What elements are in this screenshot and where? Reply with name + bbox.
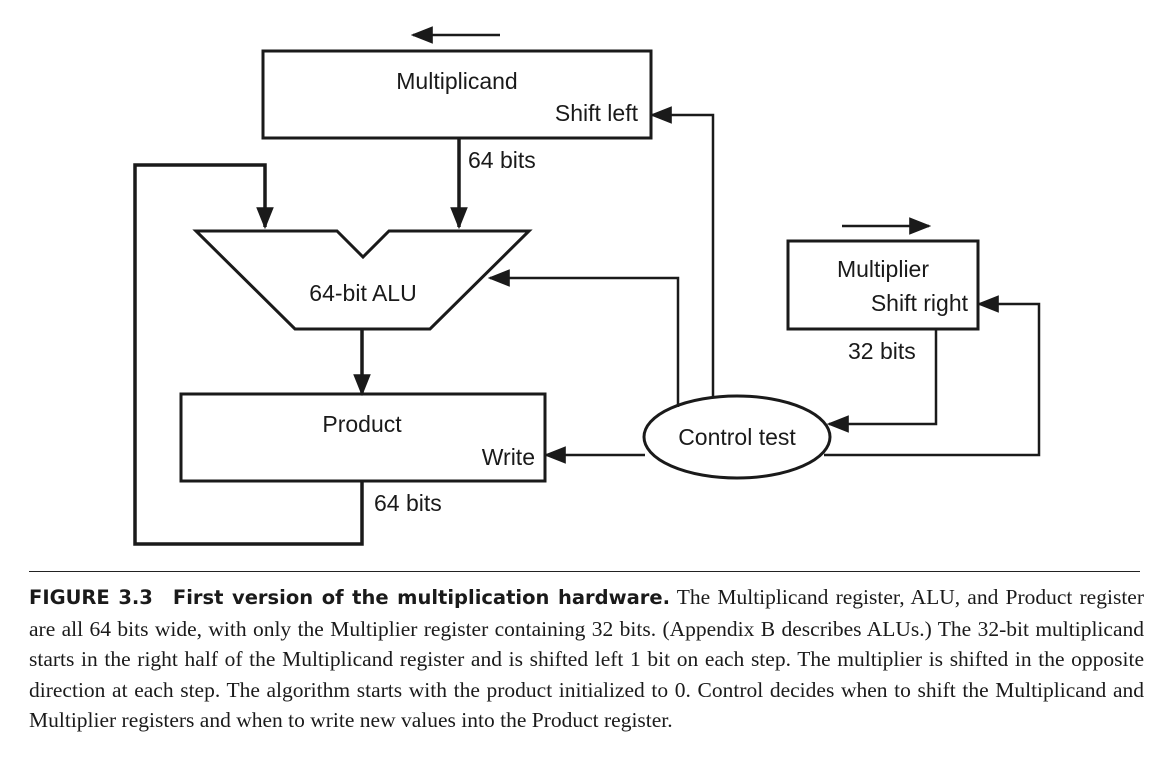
control-test-label: Control test xyxy=(678,424,796,450)
product-feedback-wire xyxy=(133,163,364,546)
alu-label: 64-bit ALU xyxy=(309,280,416,306)
multiplier-register: Multiplier Shift right xyxy=(786,239,980,331)
alu: 64-bit ALU xyxy=(192,229,533,331)
shift-left-label: Shift left xyxy=(555,100,639,126)
product-bus-width: 64 bits xyxy=(374,490,442,516)
multiplication-hardware-diagram: Multiplicand Shift left 64 bits 64-bit A… xyxy=(133,26,1041,546)
figure-label: FIGURE 3.3 xyxy=(29,586,153,609)
figure-title: First version of the multiplication hard… xyxy=(172,586,670,609)
control-test: Control test xyxy=(642,394,832,480)
multiplier-to-control-wire xyxy=(826,329,938,433)
product-label: Product xyxy=(322,411,402,437)
shift-right-label: Shift right xyxy=(871,290,969,316)
multiplier-bus-width: 32 bits xyxy=(848,338,916,364)
product-register: Product Write xyxy=(179,392,547,483)
multiplicand-label: Multiplicand xyxy=(396,68,517,94)
control-to-alu-wire xyxy=(487,269,680,407)
figure-caption: FIGURE 3.3 First version of the multiplic… xyxy=(29,582,1144,736)
control-to-multiplicand-wire xyxy=(649,106,715,396)
caption-body: The Multiplicand register, ALU, and Prod… xyxy=(29,585,1144,733)
caption-divider xyxy=(29,571,1140,572)
control-to-multiplier-wire xyxy=(824,295,1041,457)
multiplier-label: Multiplier xyxy=(837,256,929,282)
multiplicand-register: Multiplicand Shift left xyxy=(261,49,653,140)
multiplicand-bus-width: 64 bits xyxy=(468,147,536,173)
write-label: Write xyxy=(482,444,535,470)
